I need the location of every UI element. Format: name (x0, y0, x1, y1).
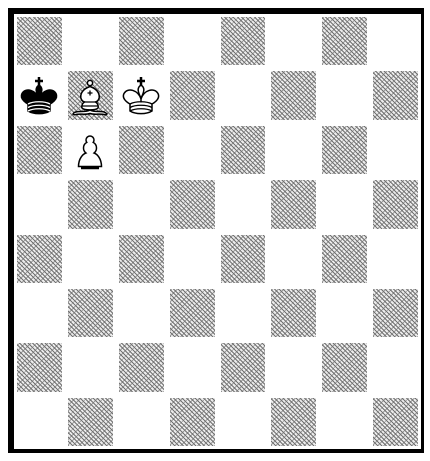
square-h2[interactable] (370, 340, 421, 394)
square-a8[interactable] (14, 14, 65, 68)
square-f2[interactable] (268, 340, 319, 394)
square-g7[interactable] (319, 68, 370, 122)
square-c4[interactable] (116, 232, 167, 286)
square-h7[interactable] (370, 68, 421, 122)
square-a1[interactable] (14, 395, 65, 449)
square-e5[interactable] (218, 177, 269, 231)
square-f5[interactable] (268, 177, 319, 231)
square-d1[interactable] (167, 395, 218, 449)
square-h6[interactable] (370, 123, 421, 177)
square-c5[interactable] (116, 177, 167, 231)
square-d6[interactable] (167, 123, 218, 177)
square-e6[interactable] (218, 123, 269, 177)
square-d8[interactable] (167, 14, 218, 68)
square-d5[interactable] (167, 177, 218, 231)
square-h1[interactable] (370, 395, 421, 449)
square-c8[interactable] (116, 14, 167, 68)
square-g5[interactable] (319, 177, 370, 231)
square-h4[interactable] (370, 232, 421, 286)
square-g4[interactable] (319, 232, 370, 286)
square-a2[interactable] (14, 340, 65, 394)
square-e8[interactable] (218, 14, 269, 68)
square-g3[interactable] (319, 286, 370, 340)
square-b1[interactable] (65, 395, 116, 449)
chess-board (8, 8, 424, 453)
square-d2[interactable] (167, 340, 218, 394)
square-b2[interactable] (65, 340, 116, 394)
square-f8[interactable] (268, 14, 319, 68)
square-f4[interactable] (268, 232, 319, 286)
square-a4[interactable] (14, 232, 65, 286)
square-g2[interactable] (319, 340, 370, 394)
square-f7[interactable] (268, 68, 319, 122)
square-d3[interactable] (167, 286, 218, 340)
square-c3[interactable] (116, 286, 167, 340)
square-g6[interactable] (319, 123, 370, 177)
square-e2[interactable] (218, 340, 269, 394)
square-b4[interactable] (65, 232, 116, 286)
square-e3[interactable] (218, 286, 269, 340)
square-c7[interactable] (116, 68, 167, 122)
square-e4[interactable] (218, 232, 269, 286)
square-h5[interactable] (370, 177, 421, 231)
square-b6[interactable] (65, 123, 116, 177)
square-b5[interactable] (65, 177, 116, 231)
square-a5[interactable] (14, 177, 65, 231)
square-d4[interactable] (167, 232, 218, 286)
square-a7[interactable] (14, 68, 65, 122)
square-h8[interactable] (370, 14, 421, 68)
square-b7[interactable] (65, 68, 116, 122)
square-c1[interactable] (116, 395, 167, 449)
white-king-icon[interactable] (116, 68, 167, 122)
square-f3[interactable] (268, 286, 319, 340)
white-bishop-icon[interactable] (65, 68, 116, 122)
square-f1[interactable] (268, 395, 319, 449)
square-g1[interactable] (319, 395, 370, 449)
square-b3[interactable] (65, 286, 116, 340)
white-pawn-icon[interactable] (65, 123, 116, 177)
square-b8[interactable] (65, 14, 116, 68)
square-e1[interactable] (218, 395, 269, 449)
square-g8[interactable] (319, 14, 370, 68)
square-c6[interactable] (116, 123, 167, 177)
black-king-icon[interactable] (14, 68, 65, 122)
square-f6[interactable] (268, 123, 319, 177)
square-e7[interactable] (218, 68, 269, 122)
square-a3[interactable] (14, 286, 65, 340)
square-d7[interactable] (167, 68, 218, 122)
square-a6[interactable] (14, 123, 65, 177)
square-c2[interactable] (116, 340, 167, 394)
square-h3[interactable] (370, 286, 421, 340)
